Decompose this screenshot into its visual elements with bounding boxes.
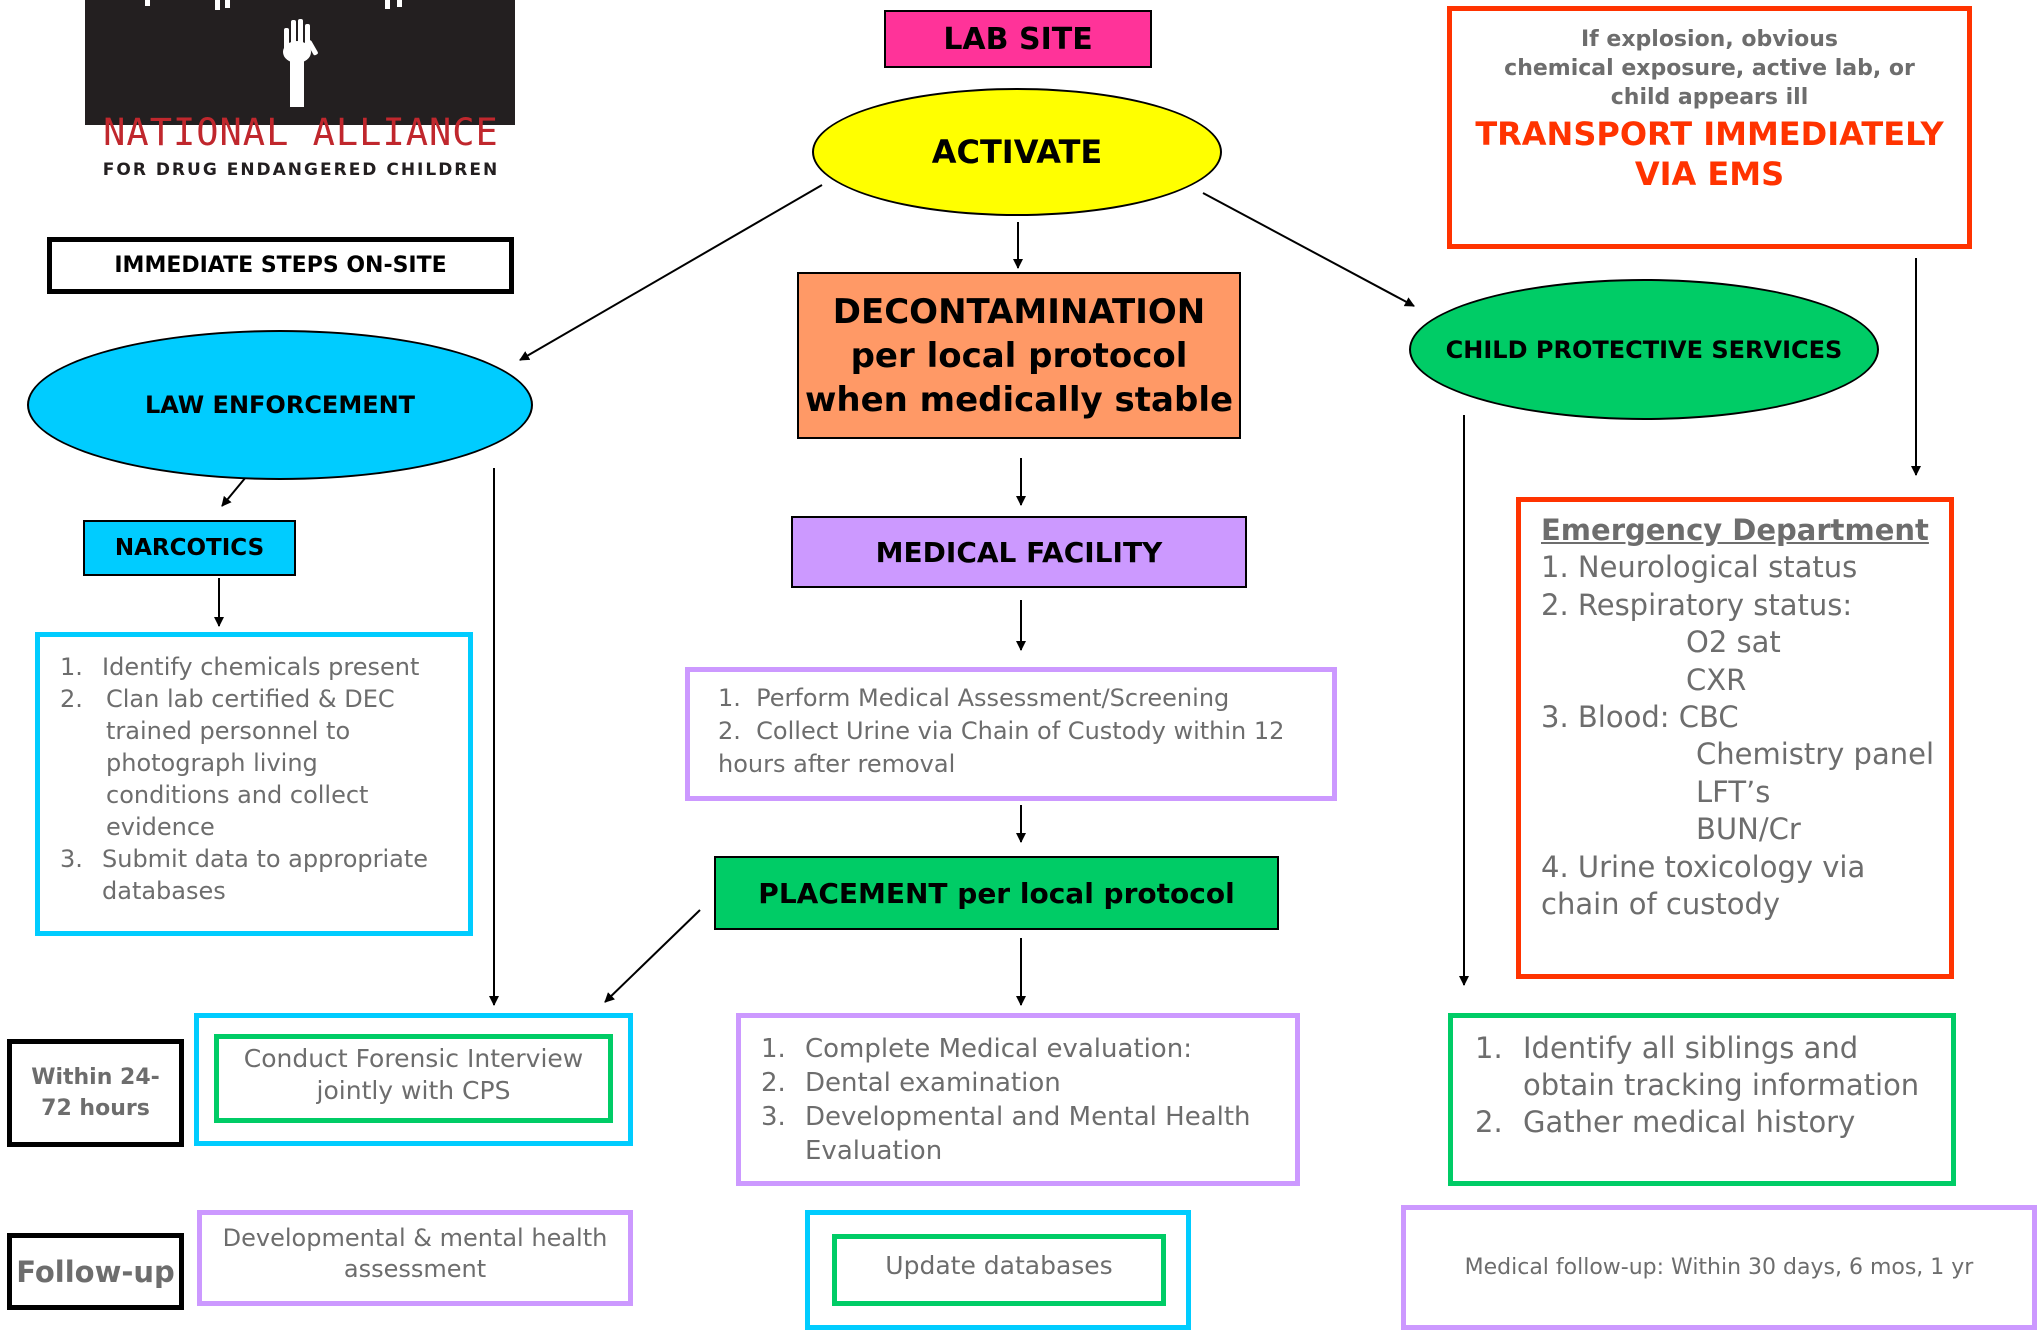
ed-line-10: chain of custody	[1541, 887, 1781, 922]
cps-step-1: 1.Identify all siblings and obtain track…	[1475, 1031, 1920, 1102]
decon-line3: when medically stable	[804, 379, 1234, 420]
medical-step-2: 2. Collect Urine via Chain of Custody wi…	[718, 717, 1285, 778]
alert-condition-line2: chemical exposure, active lab, or	[1504, 56, 1915, 81]
medical-step-1: 1. Perform Medical Assessment/Screening	[718, 684, 1230, 712]
within-24-72-hours-label: Within 24- 72 hours	[7, 1039, 184, 1147]
ed-line-6: Chemistry panel	[1696, 737, 1935, 772]
arrow-placement-to-forensic	[604, 909, 701, 1003]
medical-facility-box: MEDICAL FACILITY	[791, 516, 1247, 588]
alliance-logo: NATIONAL ALLIANCE FOR DRUG ENDANGERED CH…	[85, 0, 515, 185]
law-enforcement-ellipse: LAW ENFORCEMENT	[27, 330, 533, 480]
emergency-department-box: Emergency Department 1. Neurological sta…	[1516, 497, 1954, 979]
ed-line-2: 2. Respiratory status:	[1541, 587, 1853, 622]
law-step-1: 1.Identify chemicals present	[60, 653, 420, 681]
follow-up-label: Follow-up	[7, 1233, 184, 1310]
ed-line-1: 1. Neurological status	[1541, 550, 1858, 585]
ed-line-3: O2 sat	[1686, 625, 1781, 660]
within-label-line1: Within 24-	[31, 1065, 160, 1090]
law-step-3: 3.Submit data to appropriate databases	[60, 845, 429, 905]
cps-step-2: 2.Gather medical history	[1475, 1105, 1856, 1139]
child-protective-services-ellipse: CHILD PROTECTIVE SERVICES	[1409, 279, 1879, 420]
update-databases-outer-box: Update databases	[805, 1210, 1191, 1330]
law-steps-box: 1.Identify chemicals present 2.Clan lab …	[35, 632, 473, 936]
law-steps-list: 1.Identify chemicals present 2.Clan lab …	[60, 651, 458, 907]
evaluation-steps-list: 1.Complete Medical evaluation: 2.Dental …	[761, 1032, 1285, 1168]
within-label-line2: 72 hours	[41, 1096, 150, 1121]
alert-action-line1: TRANSPORT IMMEDIATELY	[1475, 115, 1944, 153]
dev-assessment-line2: assessment	[343, 1255, 487, 1283]
arrow-activate-to-cps	[1202, 192, 1415, 307]
medical-steps-box: 1. Perform Medical Assessment/Screening …	[685, 667, 1337, 801]
cps-steps-list: 1.Identify all siblings and obtain track…	[1475, 1030, 1941, 1141]
narcotics-box: NARCOTICS	[83, 520, 296, 576]
forensic-interview-inner-box: Conduct Forensic Interview jointly with …	[214, 1034, 613, 1123]
logo-hands-graphic	[85, 0, 515, 125]
ed-line-4: CXR	[1686, 662, 1747, 697]
logo-name-line1: NATIONAL ALLIANCE	[103, 111, 499, 154]
alert-action-line2: VIA EMS	[1634, 155, 1785, 193]
dev-assessment-line1: Developmental & mental health	[222, 1224, 608, 1252]
evaluation-step-2: 2.Dental examination	[761, 1068, 1061, 1098]
logo-name-line2: FOR DRUG ENDANGERED CHILDREN	[102, 160, 500, 180]
ed-line-9: 4. Urine toxicology via	[1541, 849, 1866, 884]
decon-line2: per local protocol	[850, 335, 1188, 376]
law-step-2: 2.Clan lab certified & DEC trained perso…	[60, 685, 395, 841]
arrow-activate-to-law	[519, 184, 823, 361]
ed-line-7: LFT’s	[1696, 774, 1771, 809]
immediate-steps-box: IMMEDIATE STEPS ON-SITE	[47, 237, 514, 294]
evaluation-step-1: 1.Complete Medical evaluation:	[761, 1034, 1192, 1064]
alert-condition-line1: If explosion, obvious	[1581, 27, 1838, 52]
medical-follow-up-box: Medical follow-up: Within 30 days, 6 mos…	[1401, 1205, 2037, 1330]
medical-evaluation-box: 1.Complete Medical evaluation: 2.Dental …	[736, 1013, 1300, 1186]
cps-steps-box: 1.Identify all siblings and obtain track…	[1448, 1013, 1956, 1186]
forensic-line2: jointly with CPS	[316, 1076, 511, 1105]
evaluation-step-3: 3.Developmental and Mental Health Evalua…	[761, 1102, 1251, 1166]
ed-line-8: BUN/Cr	[1696, 812, 1801, 847]
decon-line1: DECONTAMINATION	[832, 291, 1206, 332]
update-databases-inner-box: Update databases	[832, 1234, 1166, 1306]
developmental-assessment-box: Developmental & mental health assessment	[197, 1210, 633, 1306]
placement-box: PLACEMENT per local protocol	[714, 856, 1279, 930]
arrow-law-to-narcotics	[221, 476, 247, 507]
activate-ellipse: ACTIVATE	[812, 88, 1222, 216]
decontamination-box: DECONTAMINATION per local protocol when …	[797, 272, 1241, 439]
forensic-line1: Conduct Forensic Interview	[243, 1044, 584, 1073]
transport-alert-box: If explosion, obvious chemical exposure,…	[1447, 6, 1972, 249]
ed-line-5: 3. Blood: CBC	[1541, 700, 1739, 735]
lab-site-box: LAB SITE	[884, 10, 1152, 68]
forensic-interview-outer-box: Conduct Forensic Interview jointly with …	[194, 1013, 633, 1146]
alert-condition-line3: child appears ill	[1610, 85, 1809, 110]
ed-title: Emergency Department	[1541, 513, 1929, 547]
